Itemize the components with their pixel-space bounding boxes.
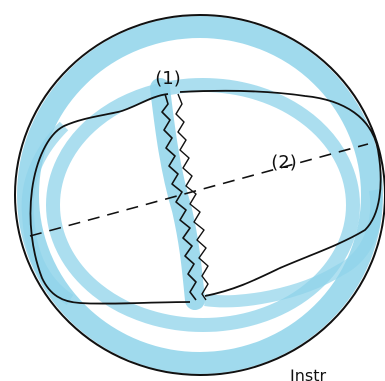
corner-text: Instr [290,366,326,381]
axis-marker-label: (2) [271,152,297,173]
division-axis-dashed-line [30,144,368,236]
outer-wash-ring [28,27,372,363]
cell-wall-wash [160,88,195,300]
blue-wash-layer [28,27,377,363]
divider-marker-label: (1) [155,68,181,89]
dividing-wall-line [162,94,196,300]
